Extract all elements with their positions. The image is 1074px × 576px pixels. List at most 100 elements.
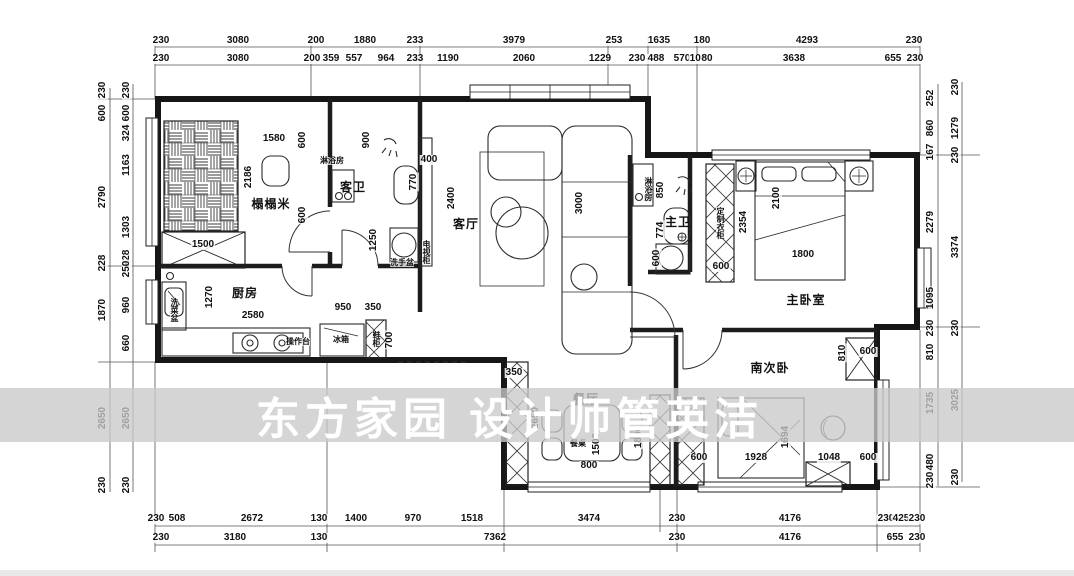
fixture-label: 淋浴房 bbox=[644, 177, 653, 201]
dim-bottom-outer-row: 655 bbox=[885, 532, 905, 543]
dim-top-inner-row: 2060 bbox=[511, 53, 537, 64]
dim-label: 600 bbox=[297, 205, 308, 225]
dim-right-inner-col: 252 bbox=[925, 88, 936, 108]
dim-bottom-outer-row: 230 bbox=[667, 532, 687, 543]
stool bbox=[570, 263, 598, 291]
master-bed bbox=[754, 161, 846, 281]
dim-label: 850 bbox=[655, 180, 666, 200]
room-label: 榻榻米 bbox=[251, 197, 291, 211]
dim-bottom-inner-row: 970 bbox=[403, 513, 423, 524]
dim-label: 1500 bbox=[190, 239, 216, 250]
dim-top-outer-row: 253 bbox=[604, 35, 624, 46]
tv-cabinet bbox=[419, 137, 433, 267]
room-label: 客卫 bbox=[339, 180, 367, 194]
dim-top-inner-row: 100 bbox=[688, 53, 708, 64]
dim-top-outer-row: 180 bbox=[692, 35, 712, 46]
dim-top-outer-row: 3979 bbox=[501, 35, 527, 46]
dim-left-inner-col: 1303 bbox=[121, 214, 132, 240]
dim-right-inner-col: 230 bbox=[925, 470, 936, 490]
bottom-edge bbox=[0, 570, 1074, 576]
sofa-chaise bbox=[487, 125, 563, 181]
door-south-bedroom bbox=[682, 329, 723, 370]
guest-basin bbox=[391, 232, 417, 258]
dim-left-inner-col: 230 bbox=[121, 475, 132, 495]
dim-top-inner-row: 570 bbox=[672, 53, 692, 64]
dim-top-inner-row: 964 bbox=[376, 53, 396, 64]
dim-label: 950 bbox=[333, 302, 353, 313]
dim-top-outer-row: 3080 bbox=[225, 35, 251, 46]
nightstand-left bbox=[735, 160, 757, 192]
dim-label: 700 bbox=[384, 330, 395, 350]
dim-label: 1580 bbox=[261, 133, 287, 144]
door-kitchen bbox=[281, 265, 313, 297]
door-master-bath bbox=[629, 291, 676, 338]
dim-top-inner-row: 230 bbox=[151, 53, 171, 64]
dim-right-outer-col: 230 bbox=[950, 77, 961, 97]
dim-bottom-inner-row: 1518 bbox=[459, 513, 485, 524]
dim-label: 2580 bbox=[240, 310, 266, 321]
dim-right-inner-col: 167 bbox=[925, 142, 936, 162]
dim-right-inner-col: 860 bbox=[925, 118, 936, 138]
dim-label: 1250 bbox=[368, 227, 379, 253]
dim-left-inner-col: 960 bbox=[121, 295, 132, 315]
dim-label: 400 bbox=[419, 154, 439, 165]
dim-label: 600 bbox=[297, 130, 308, 150]
dim-bottom-outer-row: 4176 bbox=[777, 532, 803, 543]
dim-label: 1270 bbox=[204, 284, 215, 310]
windows bbox=[145, 84, 932, 493]
room-label: 客厅 bbox=[452, 217, 480, 231]
dim-bottom-inner-row: 230 bbox=[907, 513, 927, 524]
dim-bottom-inner-row: 1400 bbox=[343, 513, 369, 524]
dim-label: 2186 bbox=[243, 164, 254, 190]
dim-right-inner-col: 1095 bbox=[925, 285, 936, 311]
tatami-closet bbox=[161, 231, 246, 269]
sink-tap bbox=[165, 271, 175, 281]
room-label: 南次卧 bbox=[750, 361, 790, 375]
dim-label: 770 bbox=[408, 172, 419, 192]
dim-top-inner-row: 80 bbox=[700, 53, 714, 64]
dim-bottom-outer-row: 230 bbox=[151, 532, 171, 543]
dim-top-inner-row: 3638 bbox=[781, 53, 807, 64]
outer-walls bbox=[155, 96, 920, 490]
nightstand-right bbox=[844, 160, 874, 192]
fixture-label: 操作台 bbox=[286, 337, 310, 346]
kitchen-counter bbox=[161, 327, 311, 357]
dim-bottom-outer-row: 130 bbox=[309, 532, 329, 543]
dim-bottom-outer-row: 7362 bbox=[482, 532, 508, 543]
watermark-band: 东方家园 设计师管英洁 bbox=[0, 388, 1074, 444]
room-label: 厨房 bbox=[231, 286, 259, 300]
dim-right-inner-col: 480 bbox=[925, 452, 936, 472]
dim-bottom-inner-row: 130 bbox=[309, 513, 329, 524]
doors bbox=[281, 210, 723, 370]
dim-top-inner-row: 233 bbox=[405, 53, 425, 64]
dim-right-outer-col: 1279 bbox=[950, 115, 961, 141]
dim-left-outer-col: 600 bbox=[97, 103, 108, 123]
pillow-right bbox=[801, 166, 837, 182]
door-guest-bath bbox=[341, 229, 379, 267]
dim-label: 900 bbox=[361, 130, 372, 150]
dim-top-outer-row: 200 bbox=[306, 35, 326, 46]
dim-label: 800 bbox=[579, 460, 599, 471]
dim-bottom-inner-row: 230 bbox=[146, 513, 166, 524]
dim-label: 600 bbox=[711, 261, 731, 272]
dim-label: 350 bbox=[363, 302, 383, 313]
dim-label: 2354 bbox=[738, 209, 749, 235]
master-washer bbox=[632, 163, 654, 207]
dim-left-inner-col: 230 bbox=[121, 80, 132, 100]
dim-top-inner-row: 359 bbox=[321, 53, 341, 64]
room-label: 主卧室 bbox=[786, 293, 826, 307]
dim-bottom-inner-row: 3474 bbox=[576, 513, 602, 524]
kitchen-sink-counter bbox=[161, 281, 187, 331]
dim-right-inner-col: 810 bbox=[925, 342, 936, 362]
dim-label: 600 bbox=[858, 452, 878, 463]
dim-top-inner-row: 230 bbox=[627, 53, 647, 64]
dim-right-inner-col: 230 bbox=[925, 318, 936, 338]
dim-top-inner-row: 200 bbox=[302, 53, 322, 64]
fixture-label: 洗手盆 bbox=[390, 258, 414, 267]
dim-top-inner-row: 655 bbox=[883, 53, 903, 64]
dim-top-outer-row: 230 bbox=[151, 35, 171, 46]
dim-left-inner-col: 660 bbox=[121, 333, 132, 353]
dim-left-outer-col: 2790 bbox=[97, 184, 108, 210]
fixture-label: 洗菜盆 bbox=[170, 298, 179, 322]
